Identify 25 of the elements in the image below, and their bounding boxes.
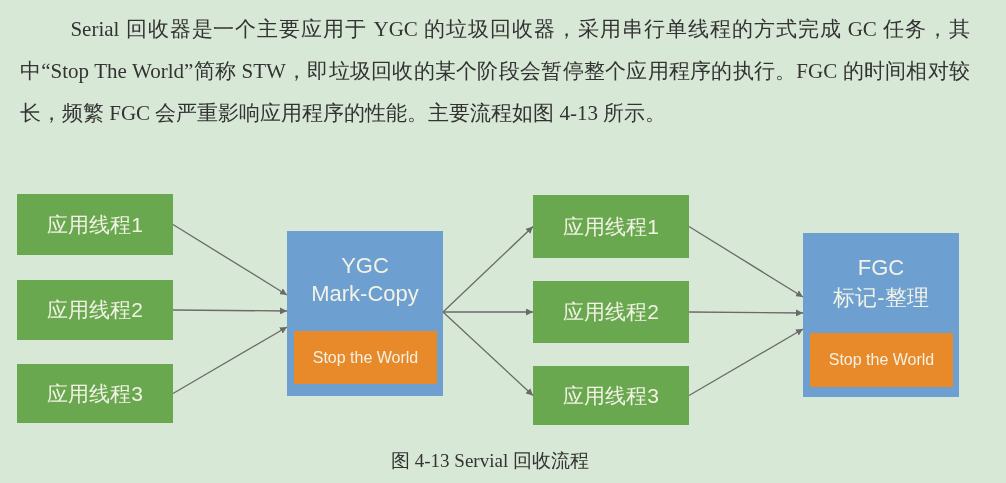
arrow <box>688 309 804 317</box>
arrow <box>688 225 804 298</box>
box-title: FGC <box>856 255 906 281</box>
thread-box: 应用线程3 <box>533 366 689 425</box>
box-subtitle: Mark-Copy <box>310 281 420 307</box>
box-subtitle: 标记-整理 <box>832 284 930 312</box>
arrow <box>442 308 534 316</box>
thread-box: 应用线程2 <box>17 280 173 340</box>
figure-caption: 图 4-13 Servial 回收流程 <box>390 449 590 473</box>
thread-box: 应用线程1 <box>17 194 173 255</box>
stop-the-world-box: Stop the World <box>294 331 437 384</box>
body-paragraph: Serial 回收器是一个主要应用于 YGC 的垃圾回收器，采用串行单线程的方式完成 GC 任务，其中“Stop The World”简称 STW，即垃圾回收的某个阶段会暂停整个应用程序的执行。FGC 的时间相对较长，频繁 FGC 会严重影响应用程序的性能。主要流程如图 4-13 所示。 <box>20 16 970 127</box>
arrow <box>442 225 534 313</box>
gc-phase-box <box>287 231 443 396</box>
stop-the-world-box: Stop the World <box>810 333 953 387</box>
arrow <box>172 223 288 296</box>
gc-phase-box <box>803 233 959 397</box>
thread-box: 应用线程1 <box>533 195 689 258</box>
box-title: YGC <box>340 253 390 279</box>
arrow <box>442 311 534 397</box>
arrow <box>172 307 288 315</box>
arrow <box>688 328 804 397</box>
thread-box: 应用线程3 <box>17 364 173 423</box>
thread-box: 应用线程2 <box>533 281 689 343</box>
arrow <box>172 326 288 395</box>
